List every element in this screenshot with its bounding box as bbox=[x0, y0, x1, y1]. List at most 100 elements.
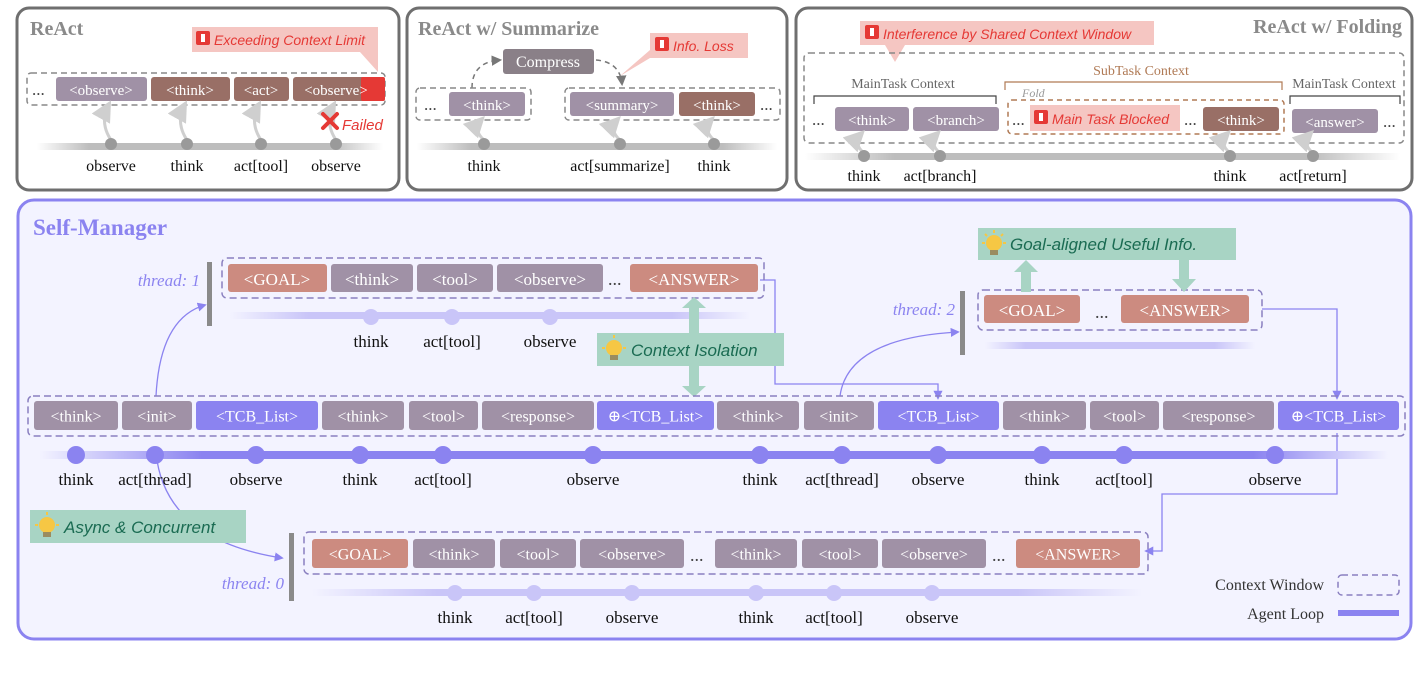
ellipsis: ... bbox=[992, 545, 1006, 565]
alert-text: Interference by Shared Context Window bbox=[883, 26, 1132, 42]
token bbox=[34, 401, 118, 430]
step-dot bbox=[255, 138, 267, 150]
tip-goal-aligned: Goal-aligned Useful Info. bbox=[978, 228, 1236, 292]
step-dot bbox=[444, 309, 460, 325]
panel-title: ReAct bbox=[30, 18, 84, 40]
token-label: <think> bbox=[693, 98, 741, 114]
step-label: think bbox=[343, 470, 378, 489]
token-answer bbox=[1292, 109, 1378, 133]
x-icon bbox=[321, 112, 339, 130]
step-dot bbox=[934, 150, 946, 162]
step-label: observe bbox=[912, 470, 965, 489]
token bbox=[580, 539, 684, 568]
step-label: act[tool] bbox=[505, 608, 563, 627]
failed-mark: Failed bbox=[321, 112, 384, 134]
step-dot bbox=[146, 446, 164, 464]
alarm-icon bbox=[655, 37, 669, 51]
tip-text: Context Isolation bbox=[631, 341, 758, 360]
step-dot bbox=[1224, 150, 1236, 162]
step-label: think bbox=[171, 158, 204, 175]
token bbox=[500, 539, 576, 568]
token-label: <TCB_List> bbox=[897, 409, 979, 426]
ellipsis: ... bbox=[1184, 110, 1197, 129]
token bbox=[413, 539, 495, 568]
token bbox=[882, 539, 986, 568]
token-label: <branch> bbox=[927, 113, 985, 129]
step-dot bbox=[751, 446, 769, 464]
step-arrow bbox=[167, 100, 189, 141]
token-label: <think> bbox=[1217, 113, 1265, 129]
step-dot bbox=[708, 138, 720, 150]
token-observe bbox=[497, 264, 603, 292]
step-dot bbox=[1115, 446, 1133, 464]
token-label: <response> bbox=[501, 409, 575, 426]
agent-loop bbox=[417, 143, 777, 150]
bracket bbox=[813, 95, 997, 104]
token-tool bbox=[417, 264, 493, 292]
step-label: act[tool] bbox=[423, 332, 481, 351]
agent-loop-main bbox=[40, 451, 1388, 459]
token-answer bbox=[1121, 295, 1249, 323]
token-label: <tool> bbox=[432, 270, 478, 289]
token-label: <observe> bbox=[69, 83, 133, 99]
spawn-thread1-arrow bbox=[155, 302, 207, 397]
step-dot bbox=[181, 138, 193, 150]
bracket bbox=[1289, 95, 1401, 104]
token bbox=[322, 401, 404, 430]
agent-loop bbox=[230, 312, 750, 319]
thread-label: thread: 0 bbox=[222, 574, 285, 593]
down-arrow bbox=[1179, 260, 1189, 280]
ellipsis: ... bbox=[1383, 112, 1396, 131]
token-label: <think> bbox=[429, 547, 480, 564]
up-arrow bbox=[1021, 270, 1031, 292]
token-label: <think> bbox=[51, 409, 102, 426]
step-arrow bbox=[692, 115, 716, 142]
panel-self-manager: Self-Manager thread: 1 <GOAL> <think> <t… bbox=[16, 198, 1413, 641]
token-label: <think> bbox=[166, 83, 214, 99]
step-label: act[tool] bbox=[805, 608, 863, 627]
token-label: <think> bbox=[463, 98, 511, 114]
step-label: observe bbox=[230, 470, 283, 489]
token-think bbox=[331, 264, 413, 292]
token bbox=[878, 401, 999, 430]
lightbulb-icon bbox=[35, 512, 59, 537]
agent-loop bbox=[37, 143, 383, 150]
ellipsis: ... bbox=[690, 545, 704, 565]
step-label: observe bbox=[606, 608, 659, 627]
token-think bbox=[1203, 107, 1279, 131]
token bbox=[597, 401, 714, 430]
alarm-icon bbox=[865, 25, 879, 39]
step-dot bbox=[434, 446, 452, 464]
agent-loop bbox=[985, 342, 1255, 349]
token bbox=[802, 539, 878, 568]
token bbox=[1090, 401, 1159, 430]
token-label: <think> bbox=[848, 113, 896, 129]
step-label: act[tool] bbox=[234, 158, 288, 175]
step-dot bbox=[929, 446, 947, 464]
token bbox=[717, 401, 799, 430]
legend-loop-swatch bbox=[1338, 610, 1399, 616]
token-label: ⊕<TCB_List> bbox=[608, 409, 703, 426]
alarm-icon bbox=[1034, 110, 1048, 124]
context-window bbox=[415, 87, 532, 121]
panel-title: ReAct w/ Folding bbox=[1253, 16, 1402, 38]
token bbox=[409, 401, 478, 430]
alarm-icon bbox=[196, 31, 210, 45]
step-dot bbox=[330, 138, 342, 150]
blocked-text: Main Task Blocked bbox=[1052, 111, 1170, 127]
step-dot bbox=[614, 138, 626, 150]
token-observe-overflow bbox=[293, 77, 383, 101]
step-label: act[thread] bbox=[118, 470, 192, 489]
ellipsis: ... bbox=[32, 80, 45, 99]
context-window bbox=[26, 72, 386, 106]
token-think bbox=[151, 77, 230, 101]
step-dot bbox=[858, 150, 870, 162]
step-label: think bbox=[1214, 168, 1247, 185]
tip-async: Async & Concurrent bbox=[30, 510, 246, 543]
token-label: <ANSWER> bbox=[1035, 547, 1121, 564]
step-label: think bbox=[739, 608, 774, 627]
token-label: <summary> bbox=[586, 98, 659, 114]
bracket bbox=[1004, 81, 1283, 90]
compress-arrow-out bbox=[595, 59, 627, 87]
